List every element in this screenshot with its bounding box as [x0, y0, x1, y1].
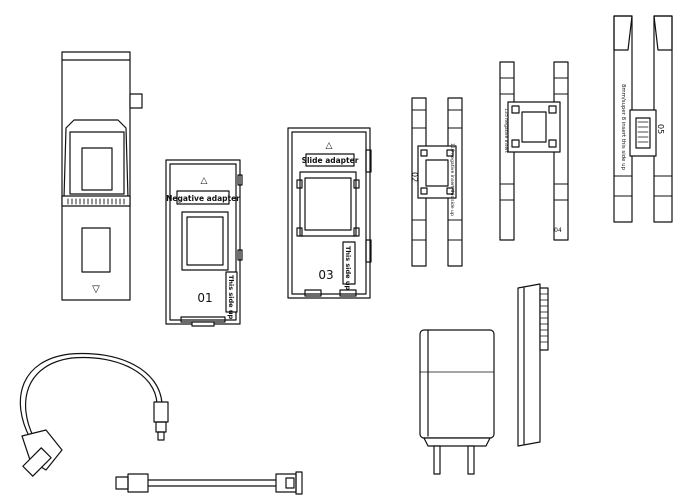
holder-04-side-label: 135 negative insert — [503, 108, 509, 153]
power-adapter — [419, 329, 495, 475]
triangle-up-icon: △ — [326, 141, 333, 151]
this-side-up-label-01: This side up — [227, 275, 235, 319]
holder-02-side-label: 110 negative insert this side up — [449, 143, 455, 216]
film-holder-05: 8mm/super 8 insert this side up 05 — [613, 15, 673, 223]
triangle-up-icon: △ — [201, 176, 208, 186]
holder-number-04: 04 — [554, 227, 562, 234]
slide-adapter-03: △ Slide adapter This side up 03 — [287, 127, 372, 299]
film-holder-04: 135 negative insert 04 — [499, 61, 569, 241]
usb-cable — [19, 352, 169, 477]
scanner-body: ▽ — [61, 51, 143, 301]
cleaning-brush — [517, 283, 549, 447]
adapter-number-01: 01 — [197, 291, 212, 305]
holder-number-02: 02 — [410, 172, 419, 182]
film-holder-02: 02 110 negative insert this side up — [410, 97, 463, 267]
slide-adapter-label: Slide adapter — [302, 156, 359, 165]
short-usb-cable — [115, 471, 303, 495]
eject-arrow-icon: ▽ — [92, 284, 100, 295]
this-side-up-label-03: This side up — [344, 246, 352, 290]
holder-05-side-label: 8mm/super 8 insert this side up — [620, 84, 626, 171]
negative-adapter-01: △ Negative adapter This side up 01 — [165, 159, 243, 327]
negative-adapter-label: Negative adapter — [166, 194, 240, 203]
holder-number-05: 05 — [656, 124, 665, 134]
adapter-number-03: 03 — [318, 268, 333, 282]
